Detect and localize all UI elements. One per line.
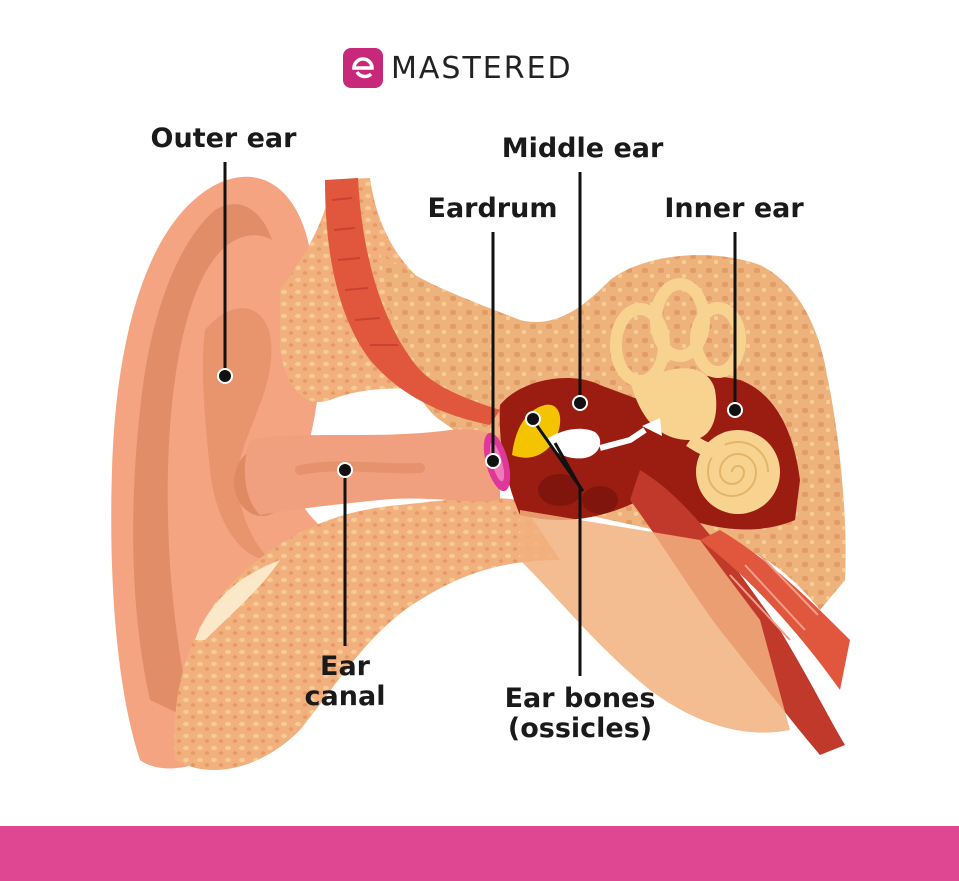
label-middle-ear: Middle ear (501, 133, 664, 164)
pointer-lines (223, 162, 737, 676)
neck-muscle (700, 530, 850, 690)
lower-tissue (520, 510, 790, 733)
footer-band (0, 826, 959, 881)
cartilage-highlight (195, 560, 280, 640)
brand-name: MASTERED (391, 50, 573, 86)
label-outer-ear: Outer ear (150, 123, 297, 154)
brand-logo: MASTERED (343, 46, 573, 90)
pinna-rim (133, 204, 272, 721)
label-ear-bones-line2: (ossicles) (507, 713, 653, 744)
label-inner-ear: Inner ear (664, 193, 804, 224)
label-ear-canal-line2: canal (304, 681, 386, 712)
label-eardrum: Eardrum (427, 193, 558, 224)
label-ear-bones-line1: Ear bones (504, 683, 656, 714)
inner-ear-structure (610, 278, 780, 514)
muscle-strip (325, 178, 500, 425)
label-ear-canal-line1: Ear (320, 651, 370, 682)
pointer-dots (217, 368, 743, 478)
brand-mark-icon (343, 48, 383, 88)
label-ear-bones: Ear bones (ossicles) (495, 684, 665, 744)
malleus (512, 404, 561, 458)
label-ear-canal: Ear canal (300, 652, 390, 712)
stapes (599, 427, 647, 451)
